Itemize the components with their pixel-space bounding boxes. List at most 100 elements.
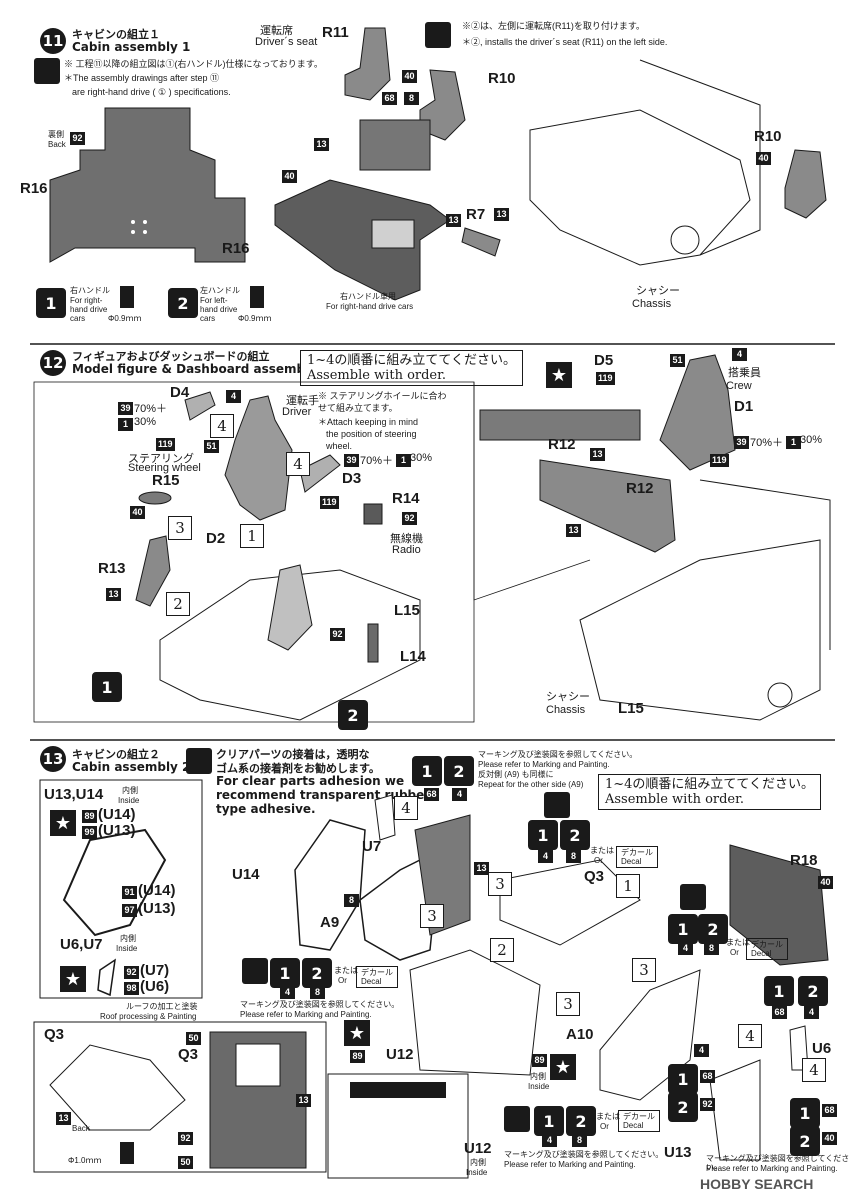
part-4-c: 4 <box>678 942 693 955</box>
part-13-r13: 13 <box>106 588 121 601</box>
part-92-l15: 92 <box>330 628 345 641</box>
label-U6-U7: U6,U7 <box>60 936 103 953</box>
order-4-d: 4 <box>738 1024 762 1048</box>
marking-en-c: Please refer to Marking and Painting. <box>504 1160 636 1169</box>
order-3-a: 3 <box>488 872 512 896</box>
lhd-marker-13g: 2 <box>790 1126 820 1156</box>
step-11-note-jp: ※ 工程⑪以降の組立図は①(右ハンドル)仕様になっております。 <box>64 59 323 69</box>
label-U12-b: U12 <box>464 1140 492 1157</box>
label-U6: U6 <box>812 1040 832 1057</box>
part-4-h: 4 <box>542 1134 557 1147</box>
part-89: 89 <box>82 810 97 823</box>
label-U13-U14: U13,U14 <box>44 786 104 803</box>
lhd-jp: 左ハンドル <box>200 286 240 295</box>
roof-jp: ルーフの加工と塗装 <box>126 1002 198 1011</box>
part-68-f: 68 <box>700 1070 715 1083</box>
or-en-c: Or <box>338 976 347 985</box>
rhd-only-en: For right-hand drive cars <box>326 302 414 311</box>
step-11-title-jp: キャビンの組立１ <box>72 28 160 41</box>
inside-en-4: Inside <box>466 1168 488 1177</box>
step-13-title-en: Cabin assembly 2 <box>72 760 191 774</box>
part-92: 92 <box>70 132 85 145</box>
marking-en-b: Please refer to Marking and Painting. <box>240 1010 372 1019</box>
marking-jp-b: マーキング及び塗装図を参照してください。 <box>240 1000 400 1009</box>
label-U12: U12 <box>386 1046 414 1063</box>
label-D5: D5 <box>594 352 614 369</box>
inside-jp-4: 内側 <box>470 1158 486 1167</box>
decal-en-c: Decal <box>361 977 382 986</box>
part-4-d: 4 <box>280 986 295 999</box>
label-A10: A10 <box>566 1026 594 1043</box>
steering-jp: ステアリング <box>128 453 194 465</box>
step-12-title-jp: フィギュアおよびダッシュボードの組立 <box>72 350 270 363</box>
part-39: 39 <box>118 402 133 415</box>
label-U7: U7 <box>362 838 382 855</box>
part-1: 1 <box>118 418 133 431</box>
part-119-d1: 119 <box>710 454 729 467</box>
decal-box: デカール Decal <box>616 846 658 868</box>
marking-en-d: Please refer to Marking and Painting. <box>706 1164 838 1173</box>
order-3-d: 3 <box>556 992 580 1016</box>
order-2: 2 <box>166 592 190 616</box>
driver-en: Driver <box>282 406 312 418</box>
steer-note-en-2: the position of steering <box>326 429 417 439</box>
part-40-r15: 40 <box>130 506 145 519</box>
or-jp-b: または <box>726 938 750 947</box>
clear-en-3: type adhesive. <box>216 802 316 816</box>
order-4-c: 4 <box>394 796 418 820</box>
inside-jp-2: 内側 <box>120 934 136 943</box>
back-label-jp: 裏側 <box>48 130 64 139</box>
paint-brush-icon <box>34 58 60 84</box>
label-D2: D2 <box>206 530 226 547</box>
paint-brush-icon <box>544 792 570 818</box>
paint-brush-icon <box>504 1106 530 1132</box>
lhd-marker-13c: 2 <box>698 914 728 944</box>
part-39-b: 39 <box>344 454 359 467</box>
decal-jp-c: デカール <box>361 968 393 977</box>
drill-size-2: Φ0.9ｍｍ <box>238 314 272 323</box>
rhd-jp: 右ハンドル <box>70 286 110 295</box>
decal-en: Decal <box>621 857 642 866</box>
clear-jp-1: クリアパーツの接着は，透明な <box>216 748 370 761</box>
part-8-a9: 8 <box>344 894 359 907</box>
star-icon: ★ <box>60 966 86 992</box>
a9-jp: 反対側 (A9) も同様に <box>478 770 554 779</box>
part-51-d1: 51 <box>670 354 685 367</box>
part-40: 40 <box>402 70 417 83</box>
decal-en-d: Decal <box>623 1121 644 1130</box>
order-1-c: 1 <box>616 874 640 898</box>
rhd-marker-13g: 1 <box>790 1098 820 1128</box>
clear-jp-2: ゴム系の接着剤をお勧めします。 <box>216 762 380 775</box>
label-D1: D1 <box>734 398 754 415</box>
order-en: Assemble with order. <box>307 368 447 383</box>
label-U13: U13 <box>664 1144 692 1161</box>
lhd-marker-13h: 2 <box>566 1106 596 1136</box>
or-jp-c: または <box>334 966 358 975</box>
part-92-roof: 92 <box>178 1132 193 1145</box>
label-L14: L14 <box>400 648 426 665</box>
order13-jp: 1~4の順番に組み立ててください。 <box>605 777 815 792</box>
decal-box-c: デカール Decal <box>356 966 398 988</box>
steer-note-en-1: ＊Attach keeping in mind <box>318 417 419 427</box>
u13-a: (U13) <box>98 822 136 839</box>
step-13-order-box: 1~4の順番に組み立ててください。 Assemble with order. <box>598 774 822 810</box>
back-label-en: Back <box>48 140 66 149</box>
decal-box-b: デカール Decal <box>746 938 788 960</box>
decal-jp-d: デカール <box>623 1112 655 1121</box>
step-11-note-en-2: are right-hand drive ( ① ) specification… <box>72 87 231 97</box>
rhd-only-jp: 右ハンドル車用 <box>340 292 396 301</box>
drill-size-1: Φ0.9ｍｍ <box>108 314 142 323</box>
label-Q3: Q3 <box>584 868 605 885</box>
or-en-b: Or <box>730 948 739 957</box>
u7: (U7) <box>140 962 170 979</box>
driver-jp: 運転手 <box>286 395 319 407</box>
decal-box-d: デカール Decal <box>618 1110 660 1132</box>
part-8-h: 8 <box>572 1134 587 1147</box>
or-en: Or <box>594 856 603 865</box>
label-R13: R13 <box>98 560 126 577</box>
label-L15: L15 <box>394 602 420 619</box>
step-13-number: 13 <box>40 746 66 772</box>
label-A9: A9 <box>320 914 340 931</box>
label-D3: D3 <box>342 470 362 487</box>
